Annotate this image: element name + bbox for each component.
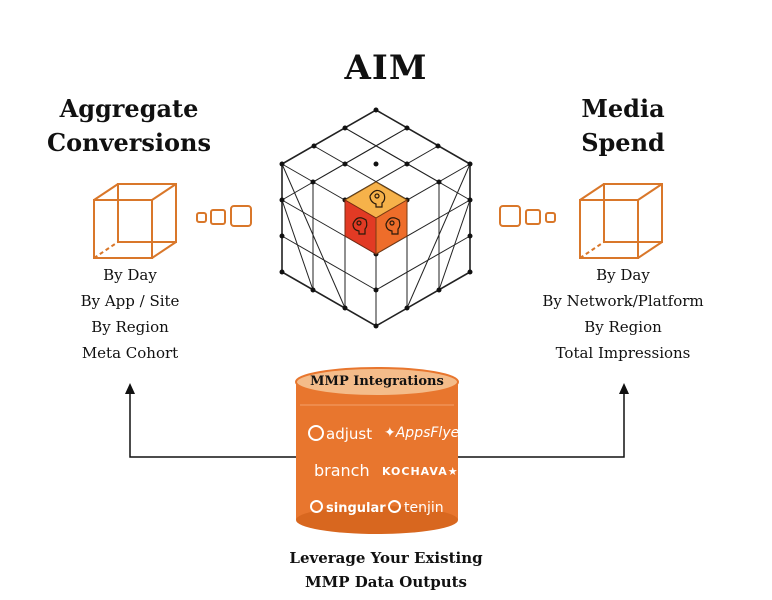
adjust-icon — [308, 425, 324, 441]
singular-icon — [310, 500, 323, 513]
head-gears-icon — [385, 217, 401, 235]
arrow-left-connector — [129, 392, 296, 458]
star-icon: ★ — [447, 465, 459, 478]
mmp-cylinder — [295, 367, 459, 534]
right-heading-line1: Media — [581, 94, 665, 123]
connector-squares-right — [499, 205, 556, 227]
arrow-right-connector — [458, 392, 625, 458]
list-item: By Region — [584, 318, 662, 336]
list-item: By Region — [91, 318, 169, 336]
logo-tenjin: tenjin — [388, 500, 444, 516]
list-item: By App / Site — [80, 292, 180, 310]
logo-appsflyer: ✦AppsFlyer — [384, 425, 465, 441]
footer-caption: Leverage Your Existing MMP Data Outputs — [0, 546, 772, 594]
connector-squares-left — [196, 205, 252, 227]
logo-branch: branch — [314, 461, 370, 480]
left-list: By Day By App / Site By Region Meta Coho… — [50, 262, 210, 366]
footer-line2: MMP Data Outputs — [305, 573, 467, 591]
list-item: By Day — [596, 266, 650, 284]
logo-singular: singular — [310, 500, 386, 516]
page-title: AIM — [344, 48, 428, 88]
cube-outline-icon — [579, 183, 663, 259]
left-heading-line2: Conversions — [46, 128, 211, 157]
list-item: By Day — [103, 266, 157, 284]
arrow-up-icon — [125, 383, 135, 394]
right-list: By Day By Network/Platform By Region Tot… — [532, 262, 714, 366]
right-heading-line2: Spend — [581, 128, 665, 157]
right-heading: Media Spend — [534, 92, 712, 160]
logo-kochava: KOCHAVA★ — [382, 465, 459, 478]
cube-outline-icon — [93, 183, 177, 259]
head-gears-icon — [352, 217, 368, 235]
arrow-up-icon — [619, 383, 629, 394]
list-item: Total Impressions — [555, 344, 691, 362]
logo-adjust: adjust — [308, 425, 372, 443]
appsflyer-icon: ✦ — [384, 425, 396, 441]
aim-core-cube — [344, 181, 408, 255]
tenjin-icon — [388, 500, 401, 513]
cylinder-label: MMP Integrations — [310, 374, 444, 389]
list-item: By Network/Platform — [542, 292, 704, 310]
head-gears-icon — [369, 189, 386, 208]
footer-line1: Leverage Your Existing — [289, 549, 483, 567]
left-heading-line1: Aggregate — [59, 94, 199, 123]
list-item: Meta Cohort — [81, 344, 179, 362]
left-heading: Aggregate Conversions — [40, 92, 218, 160]
